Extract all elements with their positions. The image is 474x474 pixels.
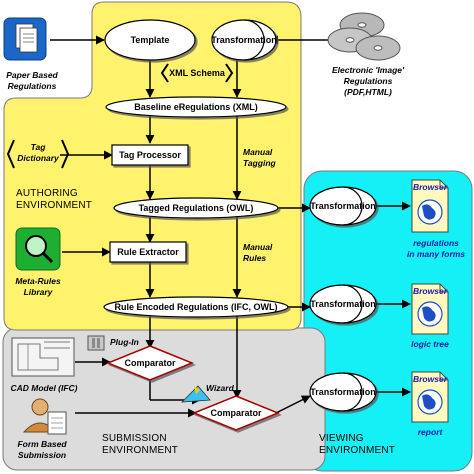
form-submission-label-line1: Form Based: [17, 439, 67, 449]
comparator-1-node: Comparator: [106, 345, 194, 381]
transformation-3-node: Transformation: [309, 372, 377, 412]
transformation-2-node: Transformation: [309, 284, 377, 324]
browser-globe-icon: [411, 371, 449, 423]
browser-2-label: Browser: [413, 286, 448, 296]
tagged-regulations-label: Tagged Regulations (OWL): [139, 203, 254, 213]
paper-regulations-label-line1: Paper Based: [6, 70, 58, 80]
paper-document-icon: [3, 17, 47, 61]
tagged-regulations-node: Tagged Regulations (OWL): [113, 197, 279, 219]
submission-env-label-line1: SUBMISSION: [102, 433, 167, 444]
meta-rules-label-line2: Library: [24, 287, 54, 297]
rule-encoded-label: Rule Encoded Regulations (IFC, OWL): [115, 302, 278, 312]
baseline-label: Baseline eRegulations (XML): [134, 102, 258, 112]
connectors: [50, 35, 411, 418]
rule-encoded-regulations-node: Rule Encoded Regulations (IFC, OWL): [103, 296, 289, 318]
tag-dictionary-label-line2: Dictionary: [17, 153, 60, 163]
tag-dictionary-brackets: [6, 139, 70, 169]
magnifier-icon: [15, 227, 61, 271]
electronic-regulations-label-line3: (PDF,HTML): [344, 87, 392, 97]
browser-globe-icon: [411, 283, 449, 335]
authoring-env-label-line2: ENVIRONMENT: [16, 200, 92, 211]
xml-schema-label: XML Schema: [169, 68, 226, 78]
browser-1-label: Browser: [413, 182, 448, 192]
person-with-form-icon: [22, 398, 67, 435]
template-label: Template: [131, 35, 170, 45]
output-1-label-line1: regulations: [413, 238, 459, 248]
rule-extractor-node: Rule Extractor: [109, 241, 187, 263]
cad-model-label: CAD Model (IFC): [10, 383, 77, 393]
paper-regulations-label-line2: Regulations: [8, 81, 57, 91]
submission-env-label-line2: ENVIRONMENT: [102, 445, 178, 456]
viewing-env-label-line2: ENVIRONMENT: [319, 445, 395, 456]
xml-schema-brackets: [160, 63, 234, 83]
cd-disc-icon: [327, 12, 401, 61]
form-submission-label-line2: Submission: [18, 450, 66, 460]
tag-processor-node: Tag Processor: [111, 144, 189, 166]
transformation-top-label: Transformation: [211, 35, 277, 45]
transformation-2-label: Transformation: [310, 299, 376, 309]
comparator-2-node: Comparator: [192, 395, 280, 431]
authoring-env-label-line1: AUTHORING: [16, 188, 78, 199]
baseline-eregulations-node: Baseline eRegulations (XML): [105, 96, 287, 118]
manual-tagging-label-line1: Manual: [243, 147, 273, 157]
tag-processor-label: Tag Processor: [119, 150, 181, 160]
meta-rules-label-line1: Meta-Rules: [15, 276, 61, 286]
manual-tagging-label-line2: Tagging: [243, 158, 277, 168]
manual-rules-label-line1: Manual: [243, 242, 273, 252]
authoring-environment-region: [3, 1, 302, 331]
transformation-top-node: Transformation: [211, 19, 277, 61]
transformation-3-label: Transformation: [310, 387, 376, 397]
comparator-2-label: Comparator: [210, 408, 262, 418]
wizard-label: Wizard: [206, 383, 235, 393]
output-2-label: logic tree: [411, 339, 449, 349]
cad-drawing-icon: [11, 337, 75, 377]
output-3-label: report: [418, 427, 444, 437]
plugin-label: Plug-In: [110, 337, 139, 347]
viewing-env-label-line1: VIEWING: [319, 433, 364, 444]
plugin-icon: [87, 335, 105, 351]
manual-rules-label-line2: Rules: [243, 253, 266, 263]
browser-globe-icon: [411, 179, 449, 233]
transformation-1-label: Transformation: [310, 201, 376, 211]
rule-extractor-label: Rule Extractor: [117, 247, 179, 257]
browser-3-label: Browser: [413, 374, 448, 384]
wizard-icon: [180, 385, 211, 403]
electronic-regulations-label-line2: Regulations: [344, 76, 393, 86]
transformation-1-node: Transformation: [309, 186, 377, 226]
tag-dictionary-label-line1: Tag: [31, 142, 47, 152]
comparator-1-label: Comparator: [124, 358, 176, 368]
template-node: Template: [104, 19, 196, 61]
output-1-label-line2: in many forms: [407, 249, 465, 259]
electronic-regulations-label-line1: Electronic 'Image': [332, 65, 405, 75]
